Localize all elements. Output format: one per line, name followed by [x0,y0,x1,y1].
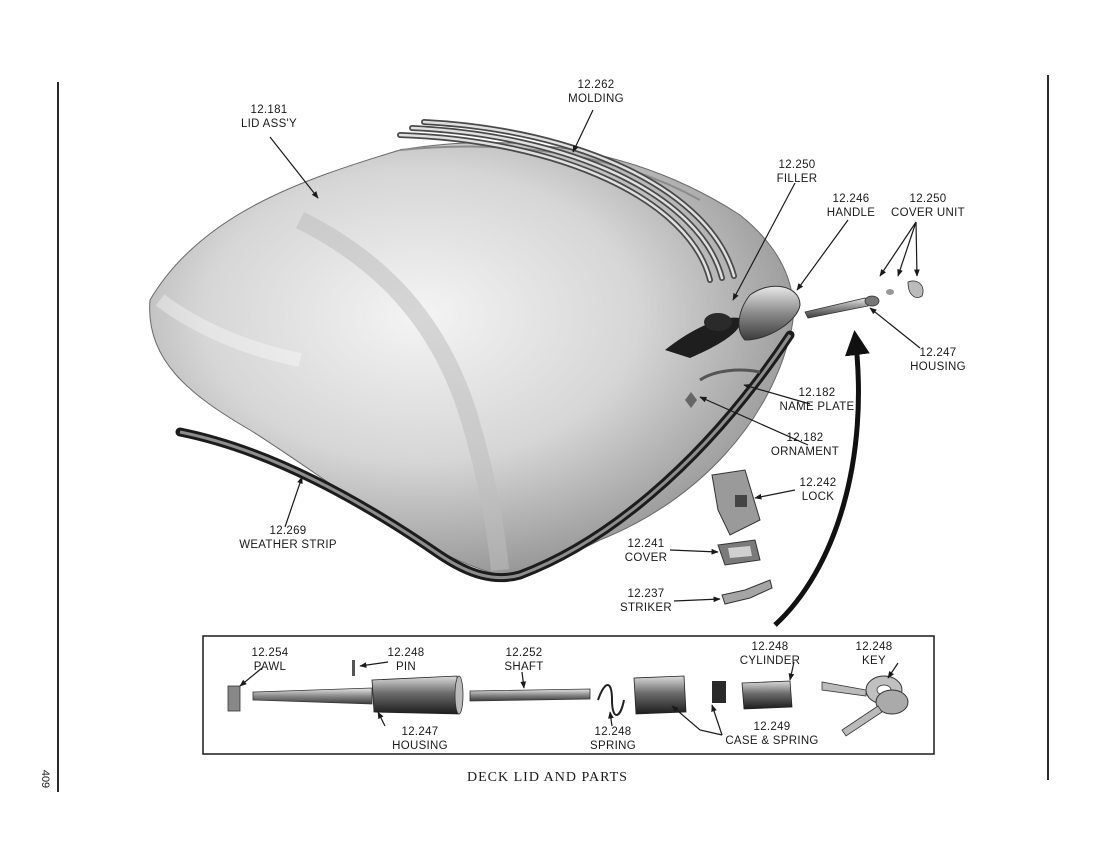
lock-parts [711,469,773,605]
box-leader-lines [239,661,899,736]
leader-lines [269,109,921,603]
cover-unit-parts [804,280,924,319]
page-number: 409 [39,769,52,789]
figure-caption: DECK LID AND PARTS [467,770,628,785]
key-pair [821,675,909,737]
lock-cylinder-exploded-box [202,635,935,755]
handle-assembly [665,285,801,408]
molding-strips [397,119,737,283]
weather-strip [175,330,795,583]
assembly-flow-arrow [773,330,870,627]
left-margin-rule [57,82,59,792]
deck-lid-shape [149,142,794,576]
right-margin-rule [1047,75,1049,780]
lock-cylinder-parts [227,660,909,737]
